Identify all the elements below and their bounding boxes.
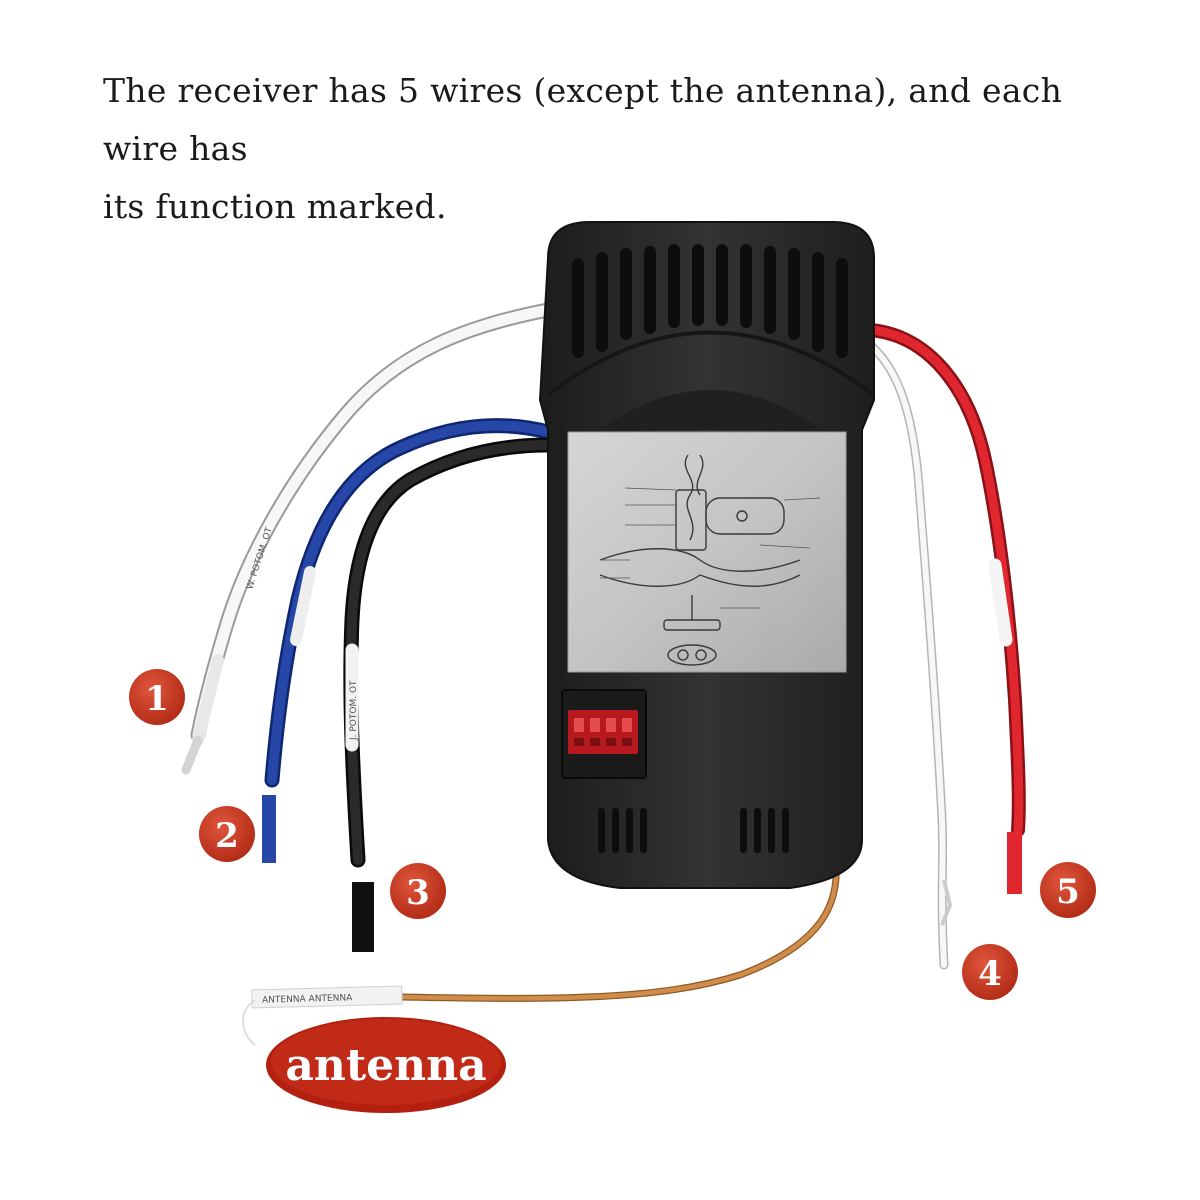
badge-5-text: 5 [1056, 872, 1080, 912]
badge-4: 4 [962, 944, 1018, 1000]
caption: The receiver has 5 wires (except the ant… [103, 62, 1113, 236]
caption-line-1: The receiver has 5 wires (except the ant… [103, 71, 1063, 168]
wire-3-sleeve: J. POTOM. OT [345, 643, 359, 752]
badge-2: 2 [199, 806, 255, 862]
antenna-label: antenna [266, 1017, 506, 1113]
badge-2-text: 2 [215, 816, 239, 856]
wire-4-end [940, 879, 953, 926]
wire-3-terminal [352, 882, 374, 952]
caption-line-2: its function marked. [103, 187, 447, 226]
wire-2-sleeve [290, 566, 316, 646]
badge-1-text: 1 [145, 679, 169, 719]
antenna-sleeve: ANTENNA ANTENNA [242, 985, 403, 1046]
wire-2-terminal [262, 795, 276, 863]
top-vent [572, 244, 848, 358]
receiver-cap-arc [546, 330, 876, 397]
antenna-label-text: antenna [285, 1040, 486, 1091]
wire-5-terminal [1007, 832, 1022, 894]
wire-5-sleeve [988, 558, 1013, 647]
wire-3-tag-text: J. POTOM. OT [349, 680, 359, 741]
wire-1-tag: W. POTOM. OT [181, 526, 275, 775]
badge-1: 1 [129, 669, 185, 725]
badge-4-text: 4 [978, 954, 1002, 994]
badge-3: 3 [390, 863, 446, 919]
antenna-tag-text: ANTENNA ANTENNA [262, 993, 353, 1005]
bottom-vent [598, 808, 789, 853]
dip-switch[interactable] [561, 689, 647, 779]
wiring-diagram-label [567, 431, 847, 673]
badge-5: 5 [1040, 862, 1096, 918]
badge-3-text: 3 [406, 873, 430, 913]
